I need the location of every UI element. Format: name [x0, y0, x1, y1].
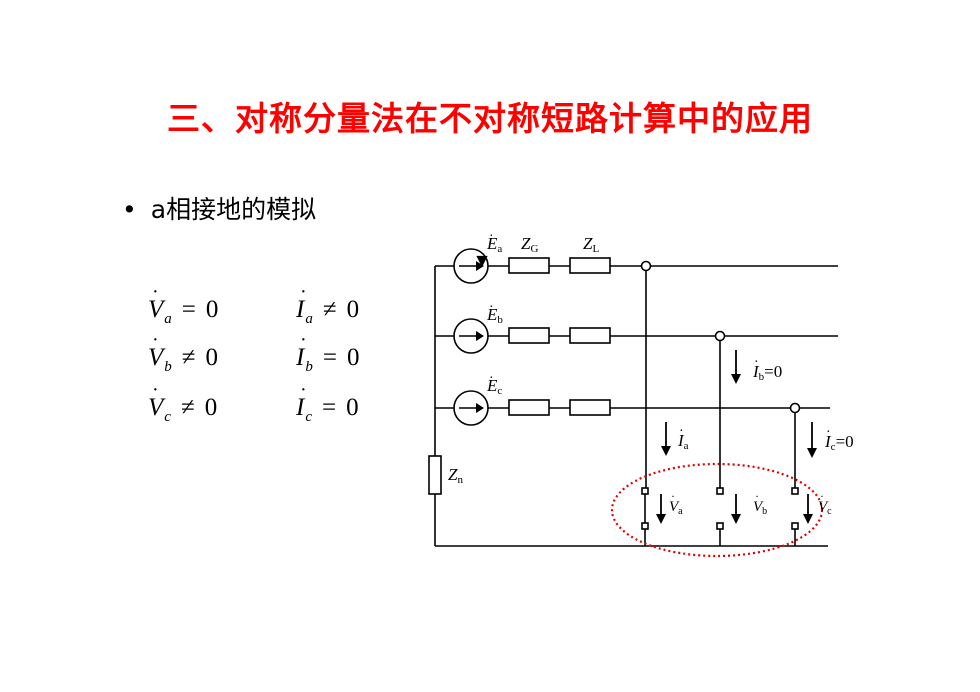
svg-text:·: · [820, 489, 824, 503]
svg-text:·: · [826, 425, 831, 440]
generator-impedance-a [508, 257, 550, 274]
fault-region-outline [610, 462, 824, 558]
page-title: 三、对称分量法在不对称短路计算中的应用 [167, 99, 813, 138]
generator-impedance-b [508, 327, 550, 344]
svg-text:·: · [489, 371, 494, 386]
svg-text:·: · [755, 489, 759, 503]
generator-impedance-label: ZG [521, 234, 538, 255]
source-b-label: Eb [486, 305, 503, 326]
source-a-label: Ea [486, 234, 502, 255]
voltage-a-label: Va [669, 499, 683, 517]
source-c-symbol [453, 390, 489, 426]
voltage-b-label: Vb [753, 499, 767, 517]
line-impedance-label: ZL [583, 234, 599, 255]
current-a-label: Ia [677, 431, 689, 452]
equation-ic: ·Ic=0 [296, 379, 359, 425]
svg-text:·: · [489, 300, 494, 315]
svg-text:·: · [671, 489, 675, 503]
equation-va: ·Va=0 [148, 281, 219, 327]
line-impedance-c [569, 399, 611, 416]
line-impedance-a [569, 257, 611, 274]
source-a-symbol [453, 248, 489, 284]
svg-text:·: · [754, 355, 759, 370]
bullet-dot: • [122, 195, 137, 224]
bullet-text: a相接地的模拟 [150, 195, 317, 224]
neutral-impedance-label: Zn [448, 465, 463, 486]
current-c-label: Ic=0 [824, 432, 854, 453]
line-impedance-b [569, 327, 611, 344]
equation-vc: ·Vc≠0 [148, 379, 218, 425]
equation-vb: ·Vb≠0 [148, 329, 219, 375]
current-b-label: Ib=0 [752, 362, 782, 383]
source-c-label: Ec [486, 376, 502, 397]
equation-ia: ·Ia≠0 [296, 281, 360, 327]
source-b-symbol [453, 318, 489, 354]
bullet-item: • a相接地的模拟 [122, 190, 316, 226]
svg-text:·: · [679, 424, 684, 439]
equation-ib: ·Ib=0 [296, 329, 360, 375]
generator-impedance-c [508, 399, 550, 416]
neutral-impedance [428, 455, 442, 495]
voltage-c-label: Vc [818, 499, 832, 517]
svg-text:·: · [489, 229, 494, 244]
